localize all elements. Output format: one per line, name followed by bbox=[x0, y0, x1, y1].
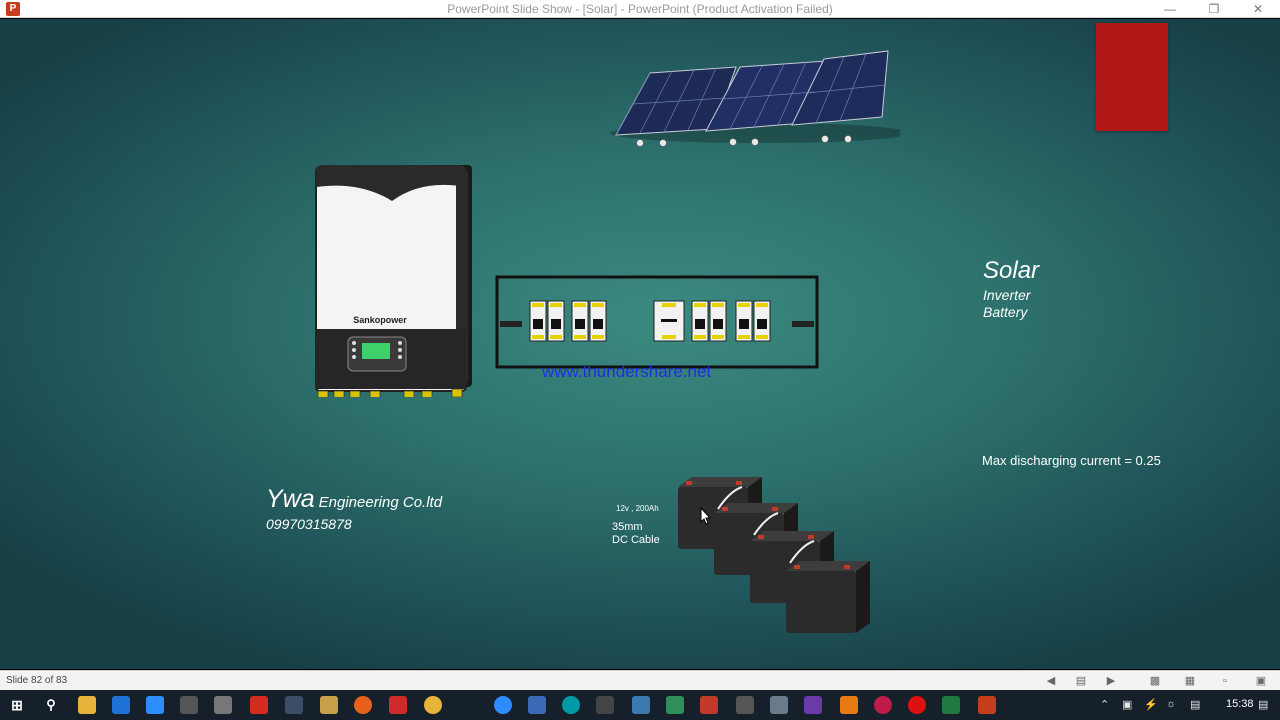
taskbar-arduino[interactable] bbox=[562, 696, 580, 714]
taskbar-record[interactable] bbox=[908, 696, 926, 714]
taskbar-clock[interactable]: 15:38 bbox=[1226, 698, 1254, 710]
taskbar-app[interactable] bbox=[736, 696, 754, 714]
taskbar-app[interactable] bbox=[214, 696, 232, 714]
taskbar-visual-studio[interactable] bbox=[804, 696, 822, 714]
taskbar-powerpoint[interactable] bbox=[978, 696, 996, 714]
slide-title: Solar bbox=[983, 257, 1040, 284]
slide-sorter-icon: ▦ bbox=[1184, 675, 1196, 687]
battery-bank-image bbox=[678, 477, 870, 633]
taskbar-app[interactable] bbox=[770, 696, 788, 714]
taskbar-app[interactable] bbox=[285, 696, 303, 714]
windows-logo-icon: ⊞ bbox=[11, 697, 23, 713]
slide-subtitle-battery: Battery bbox=[983, 304, 1028, 320]
slide-sorter-button[interactable]: ▦ bbox=[1183, 674, 1197, 688]
taskbar-app[interactable] bbox=[528, 696, 546, 714]
breaker-panel-image bbox=[495, 275, 819, 369]
window-title: PowerPoint Slide Show - [Solar] - PowerP… bbox=[447, 2, 833, 16]
start-button[interactable]: ⊞ bbox=[8, 696, 26, 714]
taskbar-app[interactable] bbox=[596, 696, 614, 714]
inverter-brand-label: Sankopower bbox=[353, 315, 407, 325]
taskbar-firefox[interactable] bbox=[354, 696, 372, 714]
minimize-icon: — bbox=[1164, 2, 1176, 16]
slideshow-status-bar: Slide 82 of 83 ◀ ▤ ▶ ▩ ▦ ▫ ▣ bbox=[0, 670, 1280, 690]
solar-panels-image bbox=[610, 50, 900, 147]
taskbar-excel[interactable] bbox=[942, 696, 960, 714]
restore-button[interactable]: ❐ bbox=[1192, 0, 1236, 18]
slideshow-icon: ▣ bbox=[1255, 675, 1267, 687]
windows-taskbar: ⊞ ⚲ ⌃ ▣ ⚡ ☼ ▤ 15:38 ▤ bbox=[0, 690, 1280, 720]
taskbar-file-explorer[interactable] bbox=[78, 696, 96, 714]
close-button[interactable]: ✕ bbox=[1236, 0, 1280, 18]
watermark-text: www.thundershare.net bbox=[542, 362, 712, 381]
window-title-bar: P PowerPoint Slide Show - [Solar] - Powe… bbox=[0, 0, 1280, 18]
company-name-suffix: Engineering Co.ltd bbox=[318, 494, 443, 511]
slide-canvas[interactable]: Sankopower www.thundershare bbox=[0, 19, 1280, 669]
previous-slide-button[interactable]: ◀ bbox=[1044, 674, 1058, 688]
taskbar-app[interactable] bbox=[700, 696, 718, 714]
taskbar-acrobat[interactable] bbox=[250, 696, 268, 714]
powerpoint-app-icon: P bbox=[6, 2, 20, 16]
tray-notification-icon[interactable]: ▤ bbox=[1190, 699, 1201, 711]
taskbar-vlc[interactable] bbox=[840, 696, 858, 714]
slideshow-view-button[interactable]: ▣ bbox=[1254, 674, 1268, 688]
slide-menu-button[interactable]: ▤ bbox=[1074, 674, 1088, 688]
tray-zoom-icon[interactable]: ▣ bbox=[1122, 699, 1133, 711]
reading-view-button[interactable]: ▫ bbox=[1218, 674, 1232, 688]
next-slide-button[interactable]: ▶ bbox=[1104, 674, 1118, 688]
action-center-icon[interactable]: ▤ bbox=[1258, 699, 1269, 711]
close-icon: ✕ bbox=[1252, 2, 1264, 16]
taskbar-edge[interactable] bbox=[112, 696, 130, 714]
reading-view-icon: ▫ bbox=[1223, 675, 1227, 687]
taskbar-raspberry-pi[interactable] bbox=[874, 696, 892, 714]
restore-icon: ❐ bbox=[1208, 2, 1220, 16]
taskbar-app[interactable] bbox=[632, 696, 650, 714]
taskbar-zoom[interactable] bbox=[146, 696, 164, 714]
next-icon: ▶ bbox=[1106, 675, 1116, 687]
normal-view-button[interactable]: ▩ bbox=[1148, 674, 1162, 688]
company-phone: 09970315878 bbox=[266, 516, 352, 532]
slide-counter: Slide 82 of 83 bbox=[6, 675, 68, 686]
battery-spec-label: 12v , 200Ah bbox=[616, 504, 659, 513]
discharge-current-text: Max discharging current = 0.25 bbox=[982, 453, 1161, 468]
normal-view-icon: ▩ bbox=[1149, 675, 1161, 687]
red-accent-block bbox=[1096, 23, 1168, 131]
taskbar-zoom[interactable] bbox=[494, 696, 512, 714]
inverter-image: Sankopower bbox=[315, 165, 472, 397]
taskbar-app[interactable] bbox=[424, 696, 442, 714]
tray-power-icon[interactable]: ⚡ bbox=[1144, 699, 1158, 711]
taskbar-app[interactable] bbox=[320, 696, 338, 714]
search-button[interactable]: ⚲ bbox=[42, 696, 60, 714]
mouse-cursor-icon bbox=[700, 507, 712, 525]
minimize-button[interactable]: — bbox=[1148, 0, 1192, 18]
search-icon: ⚲ bbox=[46, 697, 56, 712]
tray-overflow-icon[interactable]: ⌃ bbox=[1100, 699, 1110, 711]
previous-icon: ◀ bbox=[1046, 675, 1056, 687]
taskbar-chrome[interactable] bbox=[180, 696, 198, 714]
tray-network-icon[interactable]: ☼ bbox=[1166, 698, 1177, 710]
company-name-main: Ywa bbox=[266, 485, 315, 513]
cable-type-label: DC Cable bbox=[612, 534, 660, 546]
taskbar-app[interactable] bbox=[666, 696, 684, 714]
slide-subtitle-inverter: Inverter bbox=[983, 287, 1031, 303]
cable-size-label: 35mm bbox=[612, 521, 643, 533]
menu-icon: ▤ bbox=[1075, 675, 1087, 687]
taskbar-app[interactable] bbox=[389, 696, 407, 714]
